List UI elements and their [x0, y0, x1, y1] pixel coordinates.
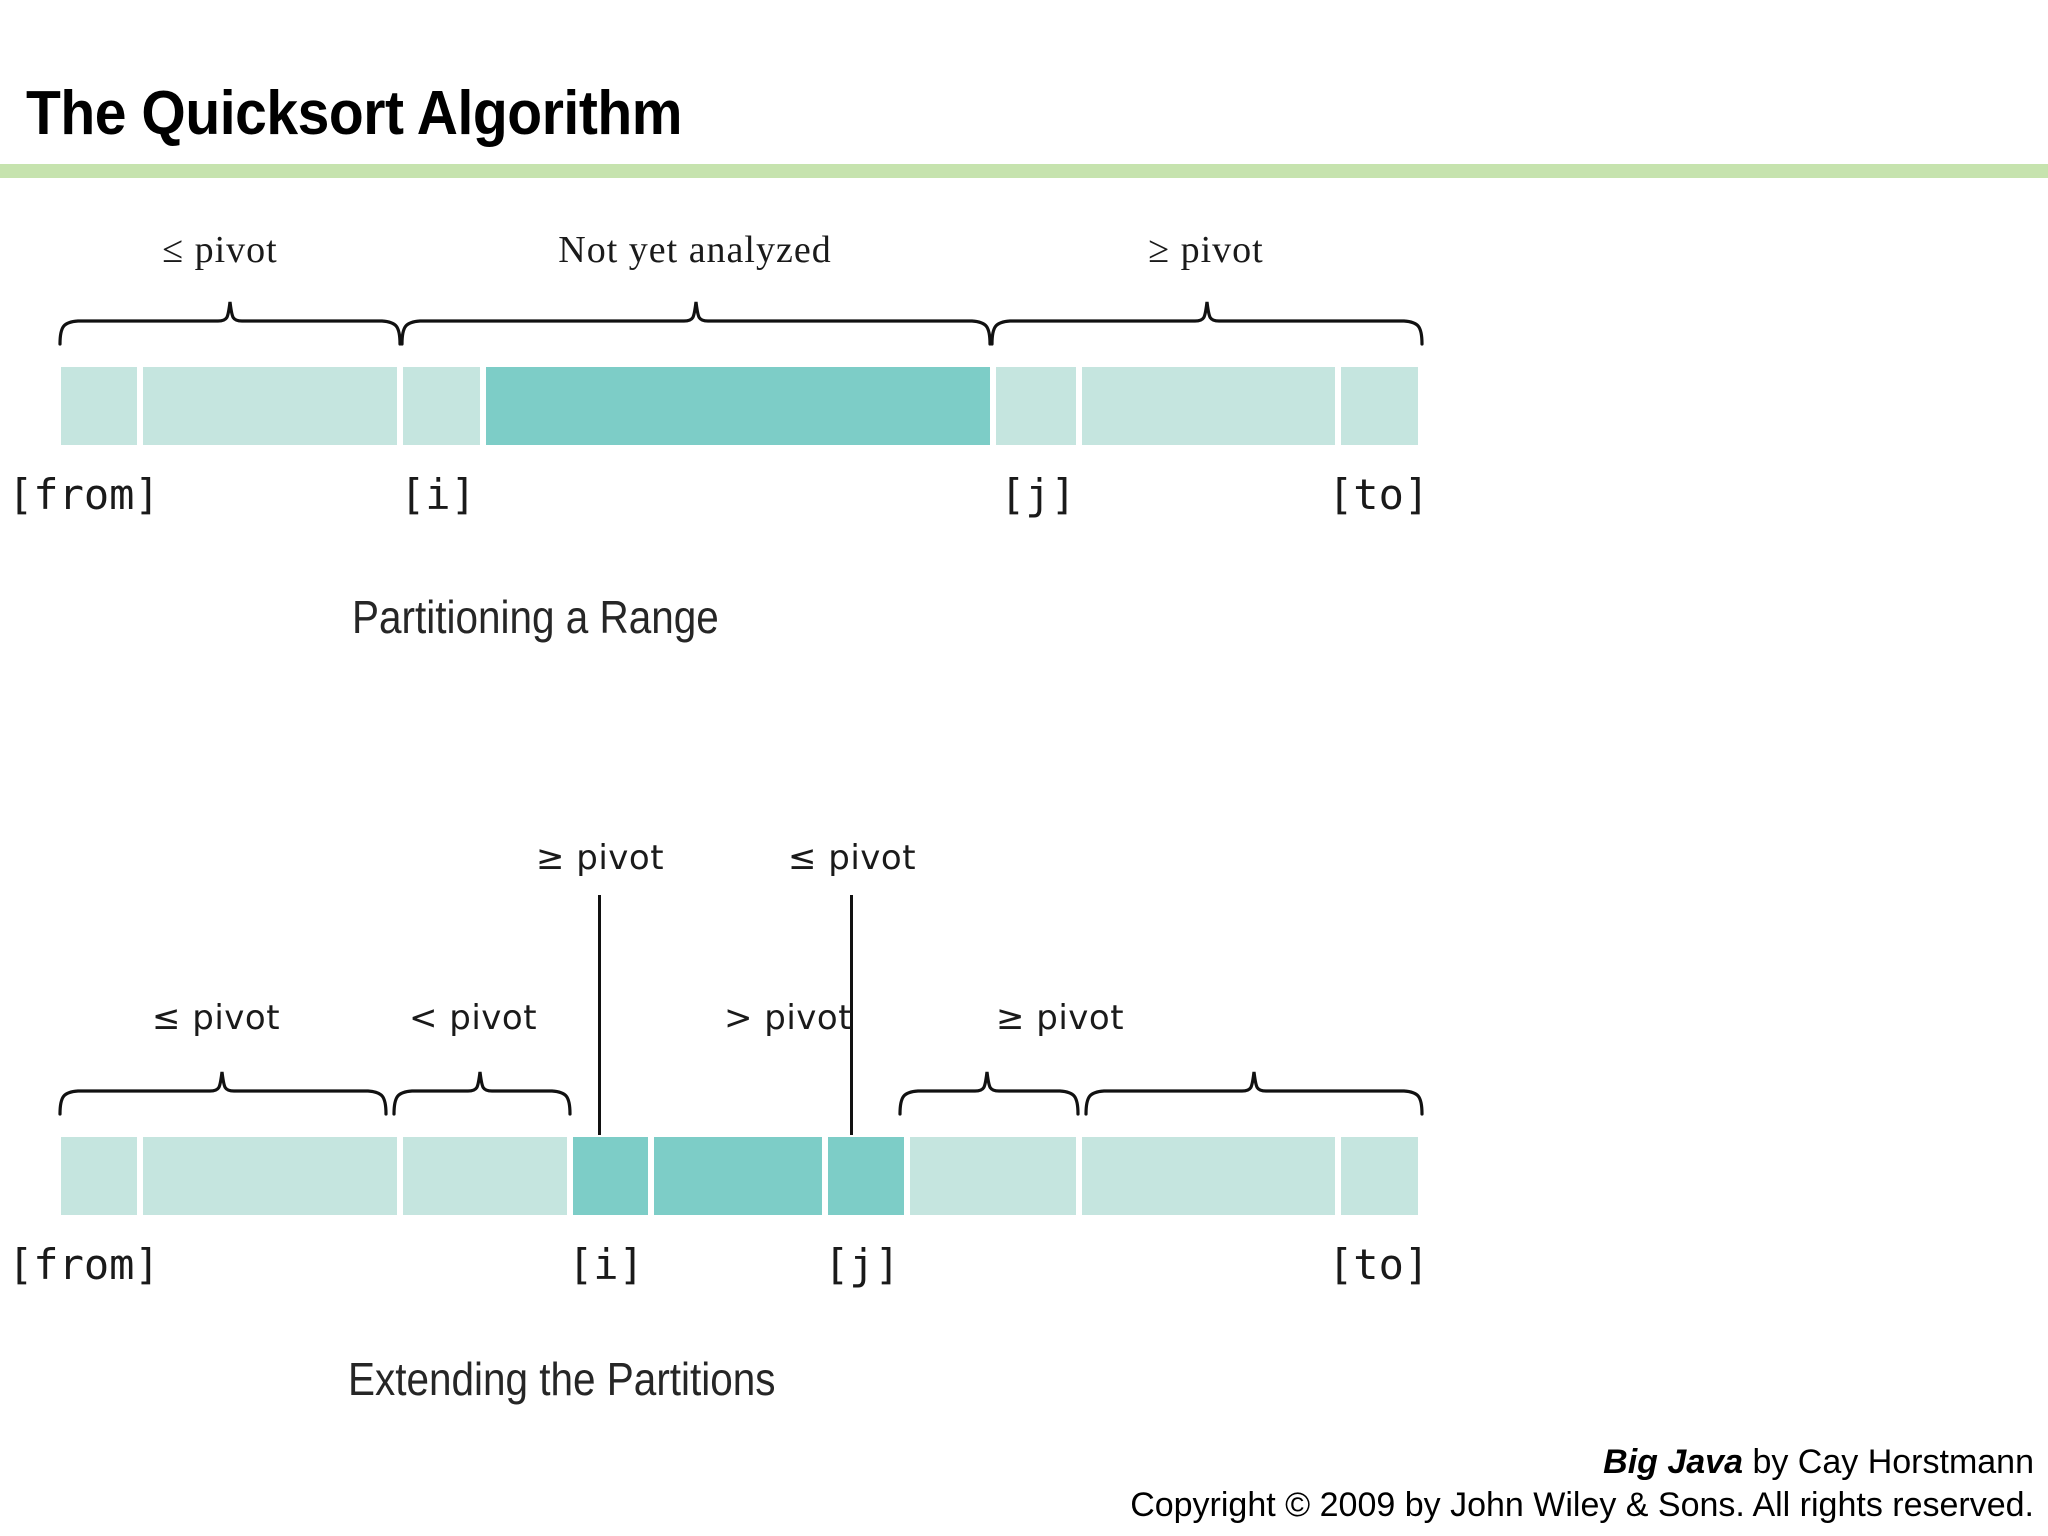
diagram2-caption: Extending the Partitions [348, 1353, 776, 1405]
index-label2-to: [to] [1328, 1240, 1430, 1289]
footer-book-line: Big Java by Cay Horstmann [1130, 1441, 2034, 1484]
brace-ge-pivot [990, 298, 1424, 346]
callout-line-i [598, 895, 601, 1165]
index-label-i: [i] [400, 470, 476, 519]
index-label-j: [j] [1000, 470, 1076, 519]
page-title: The Quicksort Algorithm [26, 79, 683, 148]
brace-label-ge-pivot: ≥ pivot [1148, 229, 1264, 271]
bar1-cell [141, 365, 399, 447]
brace2-ge-pivot [1084, 1068, 1424, 1116]
brace-label-le-pivot: ≤ pivot [162, 229, 278, 271]
brace-label2-gt-pivot: > pivot [723, 998, 853, 1038]
brace-label2-le-pivot: ≤ pivot [151, 998, 281, 1038]
diagram1-caption: Partitioning a Range [352, 591, 719, 643]
index-label2-i: [i] [568, 1240, 644, 1289]
brace-label2-ge-pivot: ≥ pivot [995, 998, 1125, 1038]
bar2-cell-j [826, 1135, 906, 1217]
title-divider [0, 164, 2048, 178]
footer-book-title: Big Java [1603, 1443, 1743, 1481]
bar1-cell [401, 365, 482, 447]
bar1-cell [1080, 365, 1337, 447]
bar1-cell [59, 365, 139, 447]
index-label-to: [to] [1328, 470, 1430, 519]
bar2-cell [1080, 1135, 1337, 1217]
footer-copyright: Copyright © 2009 by John Wiley & Sons. A… [1130, 1485, 2034, 1524]
brace2-lt-pivot [392, 1068, 572, 1116]
bar2-cell [908, 1135, 1078, 1217]
brace2-gt-pivot [898, 1068, 1080, 1116]
callout-line-j [850, 895, 853, 1165]
brace-le-pivot [58, 298, 402, 346]
bar1-cell [994, 365, 1078, 447]
bar2-cell [59, 1135, 139, 1217]
bar2-cell [401, 1135, 569, 1217]
brace-label2-lt-pivot: < pivot [408, 998, 538, 1038]
brace2-le-pivot [58, 1068, 388, 1116]
bar1-cell-unanalyzed [484, 365, 992, 447]
callout-label-ge-pivot: ≥ pivot [535, 838, 665, 878]
callout-label-le-pivot: ≤ pivot [787, 838, 917, 878]
index-label-from: [from] [8, 470, 160, 519]
index-label2-j: [j] [824, 1240, 900, 1289]
brace-not-yet-analyzed [400, 298, 992, 346]
bar2-cell [141, 1135, 399, 1217]
bar1-cell [1339, 365, 1420, 447]
brace-label-not-yet-analyzed: Not yet analyzed [558, 229, 832, 271]
index-label2-from: [from] [8, 1240, 160, 1289]
bar2-cell-middle [652, 1135, 824, 1217]
bar2-cell [1339, 1135, 1420, 1217]
footer-book-byline: by Cay Horstmann [1743, 1443, 2034, 1481]
footer: Big Java by Cay Horstmann Copyright © 20… [1130, 1441, 2034, 1526]
bar2-cell-i [571, 1135, 650, 1217]
